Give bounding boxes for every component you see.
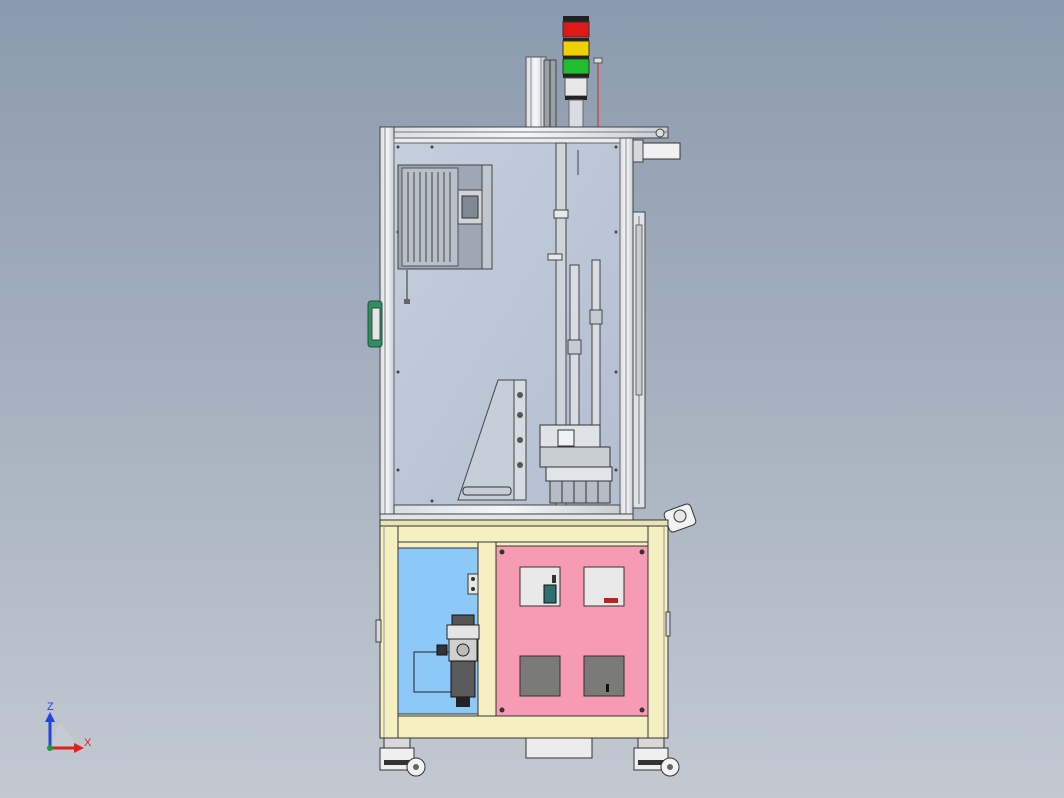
x-axis-label: X [84, 737, 92, 749]
air-filter-regulator [436, 614, 480, 707]
cylinder-2 [591, 259, 601, 441]
lower-cabinet [375, 519, 671, 759]
tower-cap [563, 16, 589, 22]
z-axis-label: Z [47, 701, 54, 713]
emergency-button [663, 503, 697, 533]
caster-left [379, 737, 426, 777]
tower-lamp-red [562, 21, 590, 38]
top-right-bracket [639, 142, 681, 160]
caster-right [633, 737, 680, 777]
right-panel [495, 545, 649, 717]
tower-lamp-green [562, 58, 590, 75]
bottom-plate [525, 737, 593, 759]
tower-lamp-yellow [562, 40, 590, 57]
coordinate-triad: Z X [45, 701, 92, 753]
panel-window-3 [519, 655, 561, 697]
bottom-rail [393, 504, 621, 515]
panel-window-4 [583, 655, 625, 697]
internal-components [397, 142, 613, 506]
